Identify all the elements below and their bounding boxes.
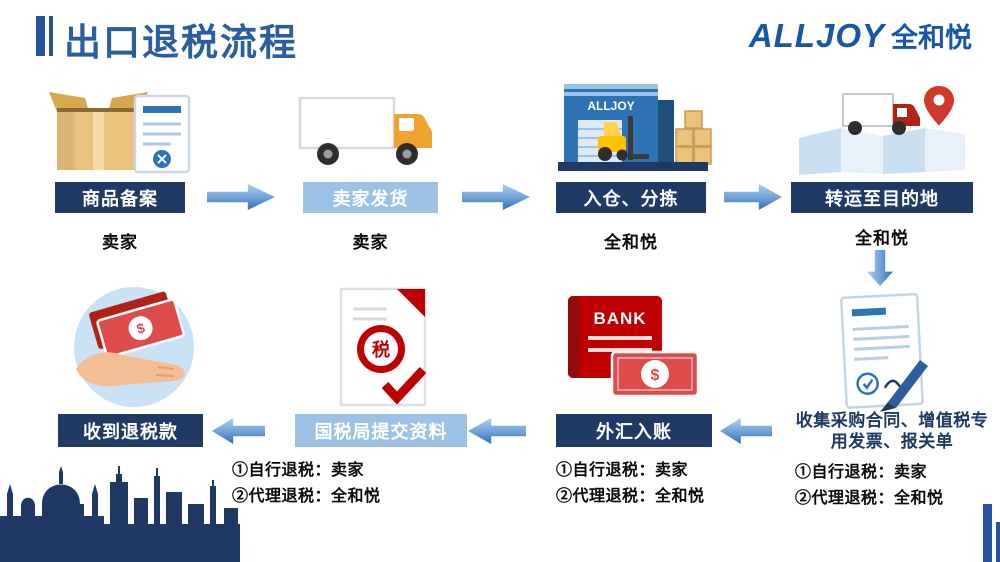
logo-text-en: ALLJOY: [748, 17, 885, 54]
actor-label: 全和悦: [855, 229, 909, 248]
step-label-transfer-destination: 转运至目的地: [791, 182, 973, 213]
step-label-warehouse-sorting: 入仓、分拣: [556, 182, 706, 213]
refund-notes: ①自行退税：卖家 ②代理退税：全和悦: [232, 458, 432, 510]
page-title: 出口退税流程: [64, 22, 298, 63]
svg-text:ALLJOY: ALLJOY: [587, 99, 634, 113]
refund-notes: ①自行退税：卖家 ②代理退税：全和悦: [556, 458, 756, 510]
arrow-left-icon: [212, 418, 265, 444]
arrow-right-icon: [207, 184, 275, 210]
step-label-forex-deposit: 外汇入账: [556, 414, 712, 447]
arrow-down-icon: [867, 250, 893, 286]
note-line: ①自行退税：卖家: [795, 464, 928, 481]
receive-refund-icon: $: [60, 283, 208, 415]
package-registration-icon: [45, 72, 195, 177]
transport-map-icon: [793, 78, 971, 176]
logo-text-cn: 全和悦: [891, 23, 972, 53]
actor-label: 卖家: [102, 233, 138, 252]
actor-label: 全和悦: [604, 233, 658, 252]
corner-accent-bar-thin: [996, 522, 1000, 562]
arrow-right-icon: [724, 184, 782, 210]
corner-accent-bar: [983, 504, 992, 562]
arrow-left-icon: [468, 418, 526, 444]
step-label-receive-refund: 收到退税款: [58, 414, 203, 447]
svg-text:税: 税: [372, 339, 390, 360]
step-label-seller-ship: 卖家发货: [303, 182, 438, 213]
title-accent-bar: [36, 16, 45, 56]
company-logo: ALLJOY 全和悦: [749, 16, 972, 55]
note-line: ①自行退税：卖家: [232, 462, 365, 479]
bank-deposit-icon: BANK $: [560, 290, 705, 402]
documents-contract-icon: [828, 288, 933, 416]
refund-notes: ①自行退税：卖家 ②代理退税：全和悦: [795, 460, 995, 512]
location-pin-icon: [924, 86, 954, 126]
delivery-truck-icon: [295, 90, 445, 175]
note-line: ①自行退税：卖家: [556, 462, 689, 479]
actor-label: 卖家: [352, 233, 389, 252]
arrow-left-icon: [720, 418, 772, 444]
arrow-right-icon: [462, 184, 530, 210]
step-label-tax-bureau-submit: 国税局提交资料: [295, 414, 467, 447]
title-accent-bar-thin: [49, 16, 53, 56]
tax-document-icon: 税: [325, 283, 440, 411]
step-label-product-registration: 商品备案: [55, 182, 185, 213]
warehouse-sorting-icon: ALLJOY: [550, 70, 715, 178]
svg-text:$: $: [651, 367, 660, 384]
note-line: ②代理退税：全和悦: [232, 488, 381, 505]
note-line: ②代理退税：全和悦: [556, 488, 705, 505]
note-line: ②代理退税：全和悦: [795, 490, 944, 507]
city-skyline-silhouette: [0, 442, 240, 562]
svg-text:BANK: BANK: [593, 309, 646, 328]
step-label-collect-documents: 收集采购合同、增值税专用发票、报关单: [795, 411, 989, 451]
